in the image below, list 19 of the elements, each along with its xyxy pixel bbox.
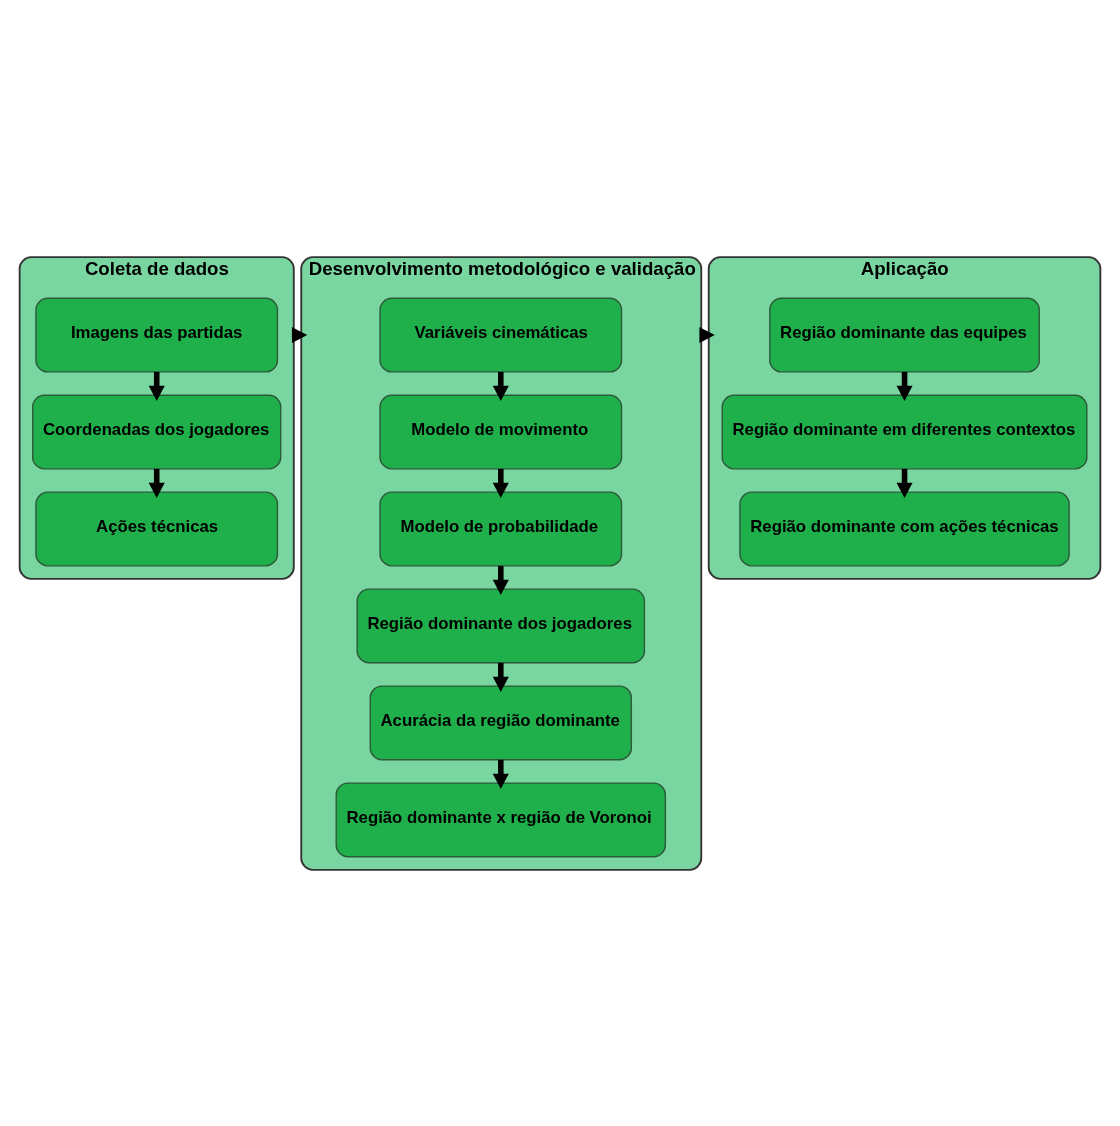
arrow bbox=[148, 371, 165, 401]
node-box: Coordenadas dos jogadores bbox=[32, 394, 282, 470]
arrow bbox=[492, 565, 509, 595]
node-box: Região dominante das equipes bbox=[769, 297, 1040, 373]
node-box: Modelo de movimento bbox=[379, 394, 623, 470]
node-box: Região dominante em diferentes contextos bbox=[721, 394, 1088, 470]
node-box: Região dominante dos jogadores bbox=[356, 587, 646, 663]
arrow bbox=[492, 662, 509, 692]
node-box: Modelo de probabilidade bbox=[379, 490, 623, 567]
node-box: Variáveis cinemáticas bbox=[379, 297, 623, 373]
arrow bbox=[492, 371, 509, 401]
node-box: Ações técnicas bbox=[35, 490, 279, 567]
arrow bbox=[492, 468, 509, 498]
node-box: Imagens das partidas bbox=[35, 297, 279, 373]
node-box: Região dominante com ações técnicas bbox=[739, 490, 1070, 567]
arrow bbox=[492, 759, 509, 789]
node-box: Região dominante x região de Voronoi bbox=[335, 781, 667, 857]
node-box: Acurácia da região dominante bbox=[369, 684, 633, 760]
arrow bbox=[148, 468, 165, 498]
